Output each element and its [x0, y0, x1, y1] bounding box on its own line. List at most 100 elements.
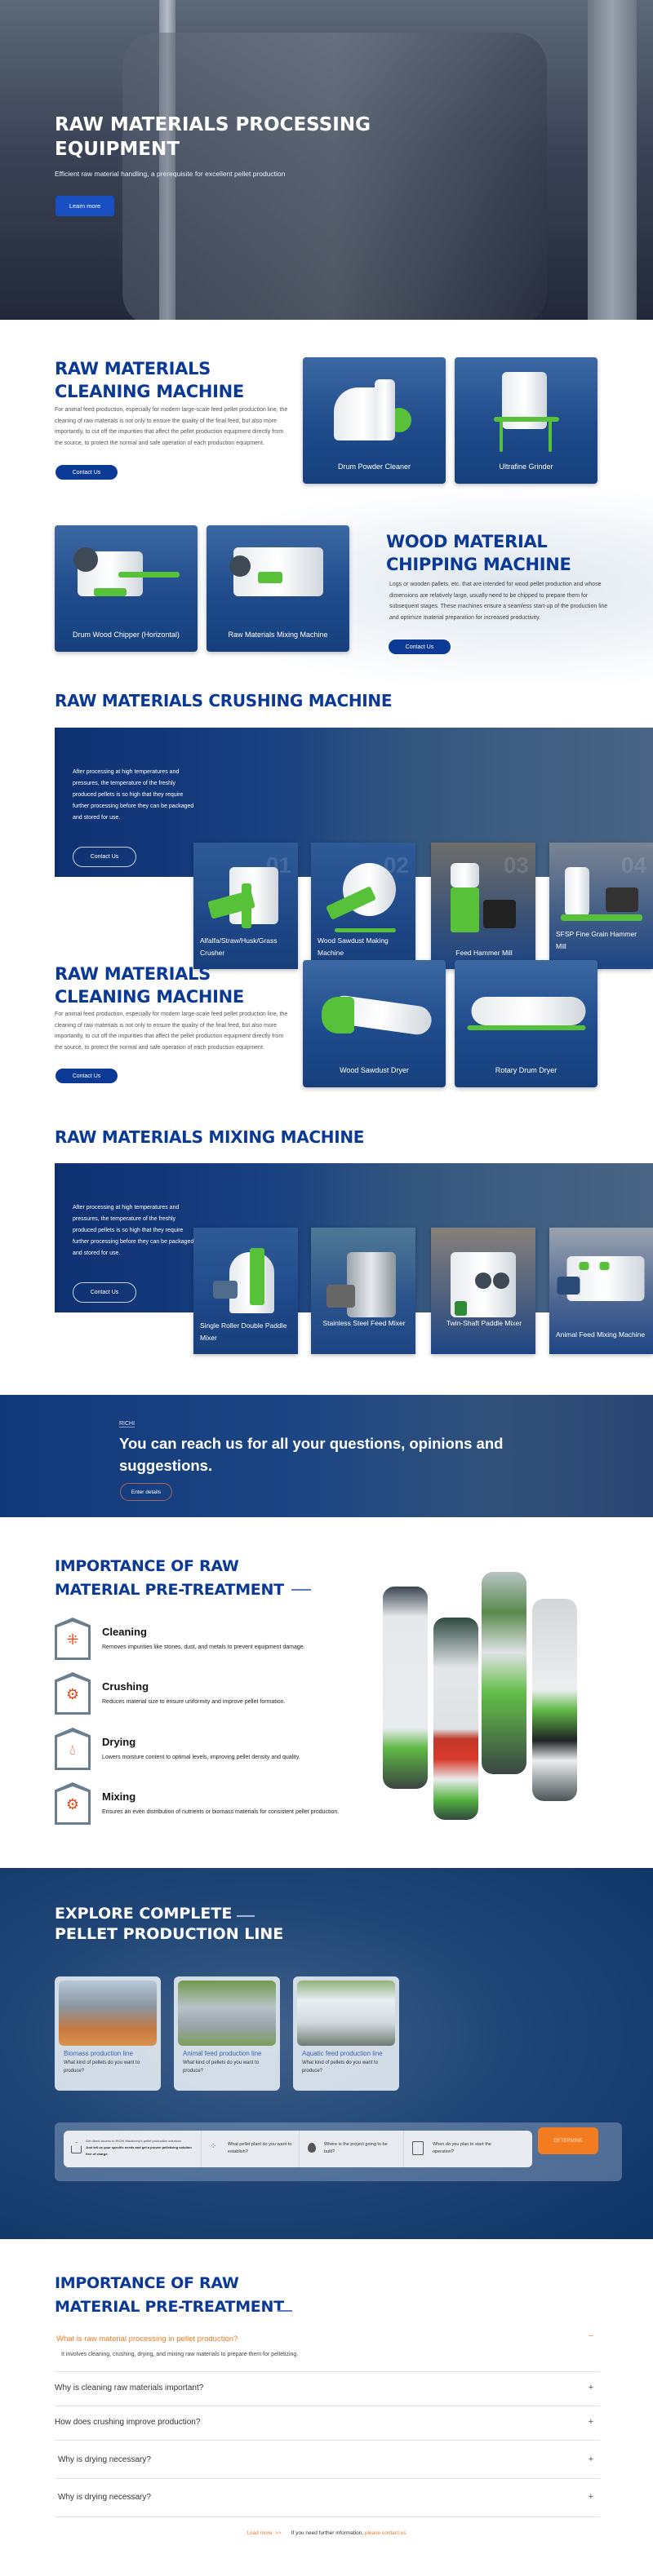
product-label: Raw Materials Mixing Machine: [228, 631, 328, 639]
location-pin-icon: [308, 2143, 316, 2153]
product-card[interactable]: Wood Sawdust Dryer: [303, 960, 446, 1087]
product-label: Animal Feed Mixing Machine: [556, 1330, 646, 1339]
faq-item-open[interactable]: What is raw material processing in pelle…: [55, 2331, 600, 2372]
start-date-field[interactable]: When do you plan to start the operation?: [403, 2131, 532, 2167]
contact-eyebrow: RICHI: [119, 1421, 135, 1427]
expand-icon[interactable]: +: [588, 2383, 593, 2392]
title-line: PELLET PRODUCTION LINE: [55, 1925, 284, 1943]
load-more-link[interactable]: Load more >>: [247, 2530, 282, 2536]
faq-question: Why is cleaning raw materials important?: [55, 2383, 204, 2392]
product-card[interactable]: Rotary Drum Dryer: [455, 960, 597, 1087]
field-question: What pellet plant do you want to establi…: [228, 2142, 292, 2154]
animal-feed-photo: [178, 1981, 276, 2046]
item-title: Drying: [102, 1736, 136, 1748]
field-question: Where is the project going to be built?: [324, 2142, 388, 2154]
product-label: Drum Powder Cleaner: [337, 463, 411, 471]
line-desc: What kind of pellets do you want to prod…: [183, 2060, 260, 2074]
collapse-icon[interactable]: −: [588, 2331, 593, 2341]
expand-icon[interactable]: +: [588, 2454, 593, 2464]
contact-us-button[interactable]: Contact Us: [389, 640, 451, 654]
faq-answer: It involves cleaning, crushing, drying, …: [61, 2352, 299, 2357]
title-line: WOOD MATERIAL: [386, 532, 548, 551]
intro-line: Just tell us your specific needs and get…: [86, 2145, 192, 2156]
inquiry-form: Get direct access to RICHI Machinery's p…: [55, 2122, 622, 2181]
product-card[interactable]: Ultrafine Grinder: [455, 357, 597, 484]
pellet-plant-field[interactable]: ⁘What pellet plant do you want to establ…: [201, 2131, 299, 2167]
item-title: Crushing: [102, 1680, 149, 1693]
arrow-right-icon: [278, 2310, 292, 2312]
product-card[interactable]: Drum Wood Chipper (Horizontal): [55, 525, 198, 652]
paddle-mixer-image: [209, 1248, 282, 1321]
contact-us-link[interactable]: please contact us: [365, 2530, 406, 2536]
intro-line: Get direct access to RICHI Machinery's p…: [86, 2139, 182, 2143]
product-card[interactable]: Single Roller Double Paddle Mixer: [193, 1228, 298, 1354]
title-line: CLEANING MACHINE: [55, 987, 244, 1007]
twin-shaft-mixer-image: [442, 1248, 524, 1326]
checklist-icon: [412, 2141, 424, 2155]
line-desc: What kind of pellets do you want to prod…: [302, 2060, 379, 2074]
product-label: Alfalfa/Straw/Husk/Grass Crusher: [200, 936, 278, 957]
product-label: SFSP Fine Grain Hammer Mill: [556, 930, 637, 950]
rotary-drum-dryer-image: [463, 993, 589, 1046]
product-card[interactable]: Stainless Steel Feed Mixer: [311, 1228, 415, 1354]
contact-us-button[interactable]: Contact Us: [56, 1069, 118, 1083]
aquatic-feed-photo: [297, 1981, 395, 2046]
ultrafine-grinder-image: [490, 372, 563, 454]
expand-icon[interactable]: +: [588, 2417, 593, 2427]
product-card[interactable]: Raw Materials Mixing Machine: [207, 525, 349, 652]
product-label: Rotary Drum Dryer: [495, 1066, 557, 1074]
contact-banner: RICHI You can reach us for all your ques…: [0, 1395, 653, 1517]
contact-us-button[interactable]: Contact Us: [73, 1282, 136, 1303]
faq-item[interactable]: Why is drying necessary?+: [55, 2441, 600, 2479]
sawdust-dryer-image: [313, 993, 436, 1042]
item-title: Mixing: [102, 1790, 136, 1803]
faq-item[interactable]: Why is drying necessary?+: [55, 2479, 600, 2517]
contact-us-button[interactable]: Contact Us: [73, 847, 136, 867]
learn-more-button[interactable]: Learn more: [56, 196, 114, 216]
drum-powder-cleaner-image: [330, 375, 420, 449]
determine-button[interactable]: DETERMINE: [538, 2127, 598, 2154]
enter-details-button[interactable]: Enter details: [120, 1483, 172, 1501]
arrow-right-icon: [237, 1915, 255, 1917]
cleaning-text: For animal feed production, especially f…: [55, 407, 288, 446]
project-location-field[interactable]: Where is the project going to be built?: [299, 2131, 403, 2167]
card-number: 03: [503, 852, 529, 878]
mixing-title: RAW MATERIALS MIXING MACHINE: [55, 1127, 365, 1147]
arrow-right-icon: [291, 1589, 311, 1591]
title-line: CLEANING MACHINE: [55, 382, 244, 401]
contact-headline: You can reach us for all your questions,…: [119, 1435, 504, 1474]
faq-item[interactable]: How does crushing improve production?+: [55, 2406, 600, 2441]
home-icon: [71, 2142, 82, 2153]
product-label: Wood Sawdust Making Machine: [318, 936, 389, 957]
product-label: Stainless Steel Feed Mixer: [322, 1319, 406, 1327]
filter-icon: ⁜: [57, 1622, 88, 1658]
product-label: Feed Hammer Mill: [455, 949, 513, 957]
feed-mixing-machine-image: [554, 1252, 648, 1309]
hammer-mill-image: [442, 863, 524, 941]
product-card[interactable]: Twin-Shaft Paddle Mixer: [431, 1228, 535, 1354]
product-label: Wood Sawdust Dryer: [340, 1066, 409, 1074]
product-label: Ultrafine Grinder: [499, 463, 553, 471]
expand-icon[interactable]: +: [588, 2492, 593, 2502]
hero-drum: [122, 33, 547, 320]
line-title: Animal feed production line: [183, 2050, 262, 2057]
product-card[interactable]: Animal Feed Mixing Machine: [549, 1228, 653, 1354]
contact-us-button[interactable]: Contact Us: [56, 465, 118, 480]
line-title: Aquatic feed production line: [302, 2050, 383, 2057]
mixing-text: After processing at high temperatures an…: [73, 1205, 194, 1256]
product-card[interactable]: Drum Powder Cleaner: [303, 357, 446, 484]
crusher-image: [205, 867, 287, 932]
crushing-title: RAW MATERIALS CRUSHING MACHINE: [55, 691, 393, 710]
fine-hammer-mill-image: [557, 867, 646, 928]
faq-item[interactable]: Why is cleaning raw materials important?…: [55, 2372, 600, 2406]
